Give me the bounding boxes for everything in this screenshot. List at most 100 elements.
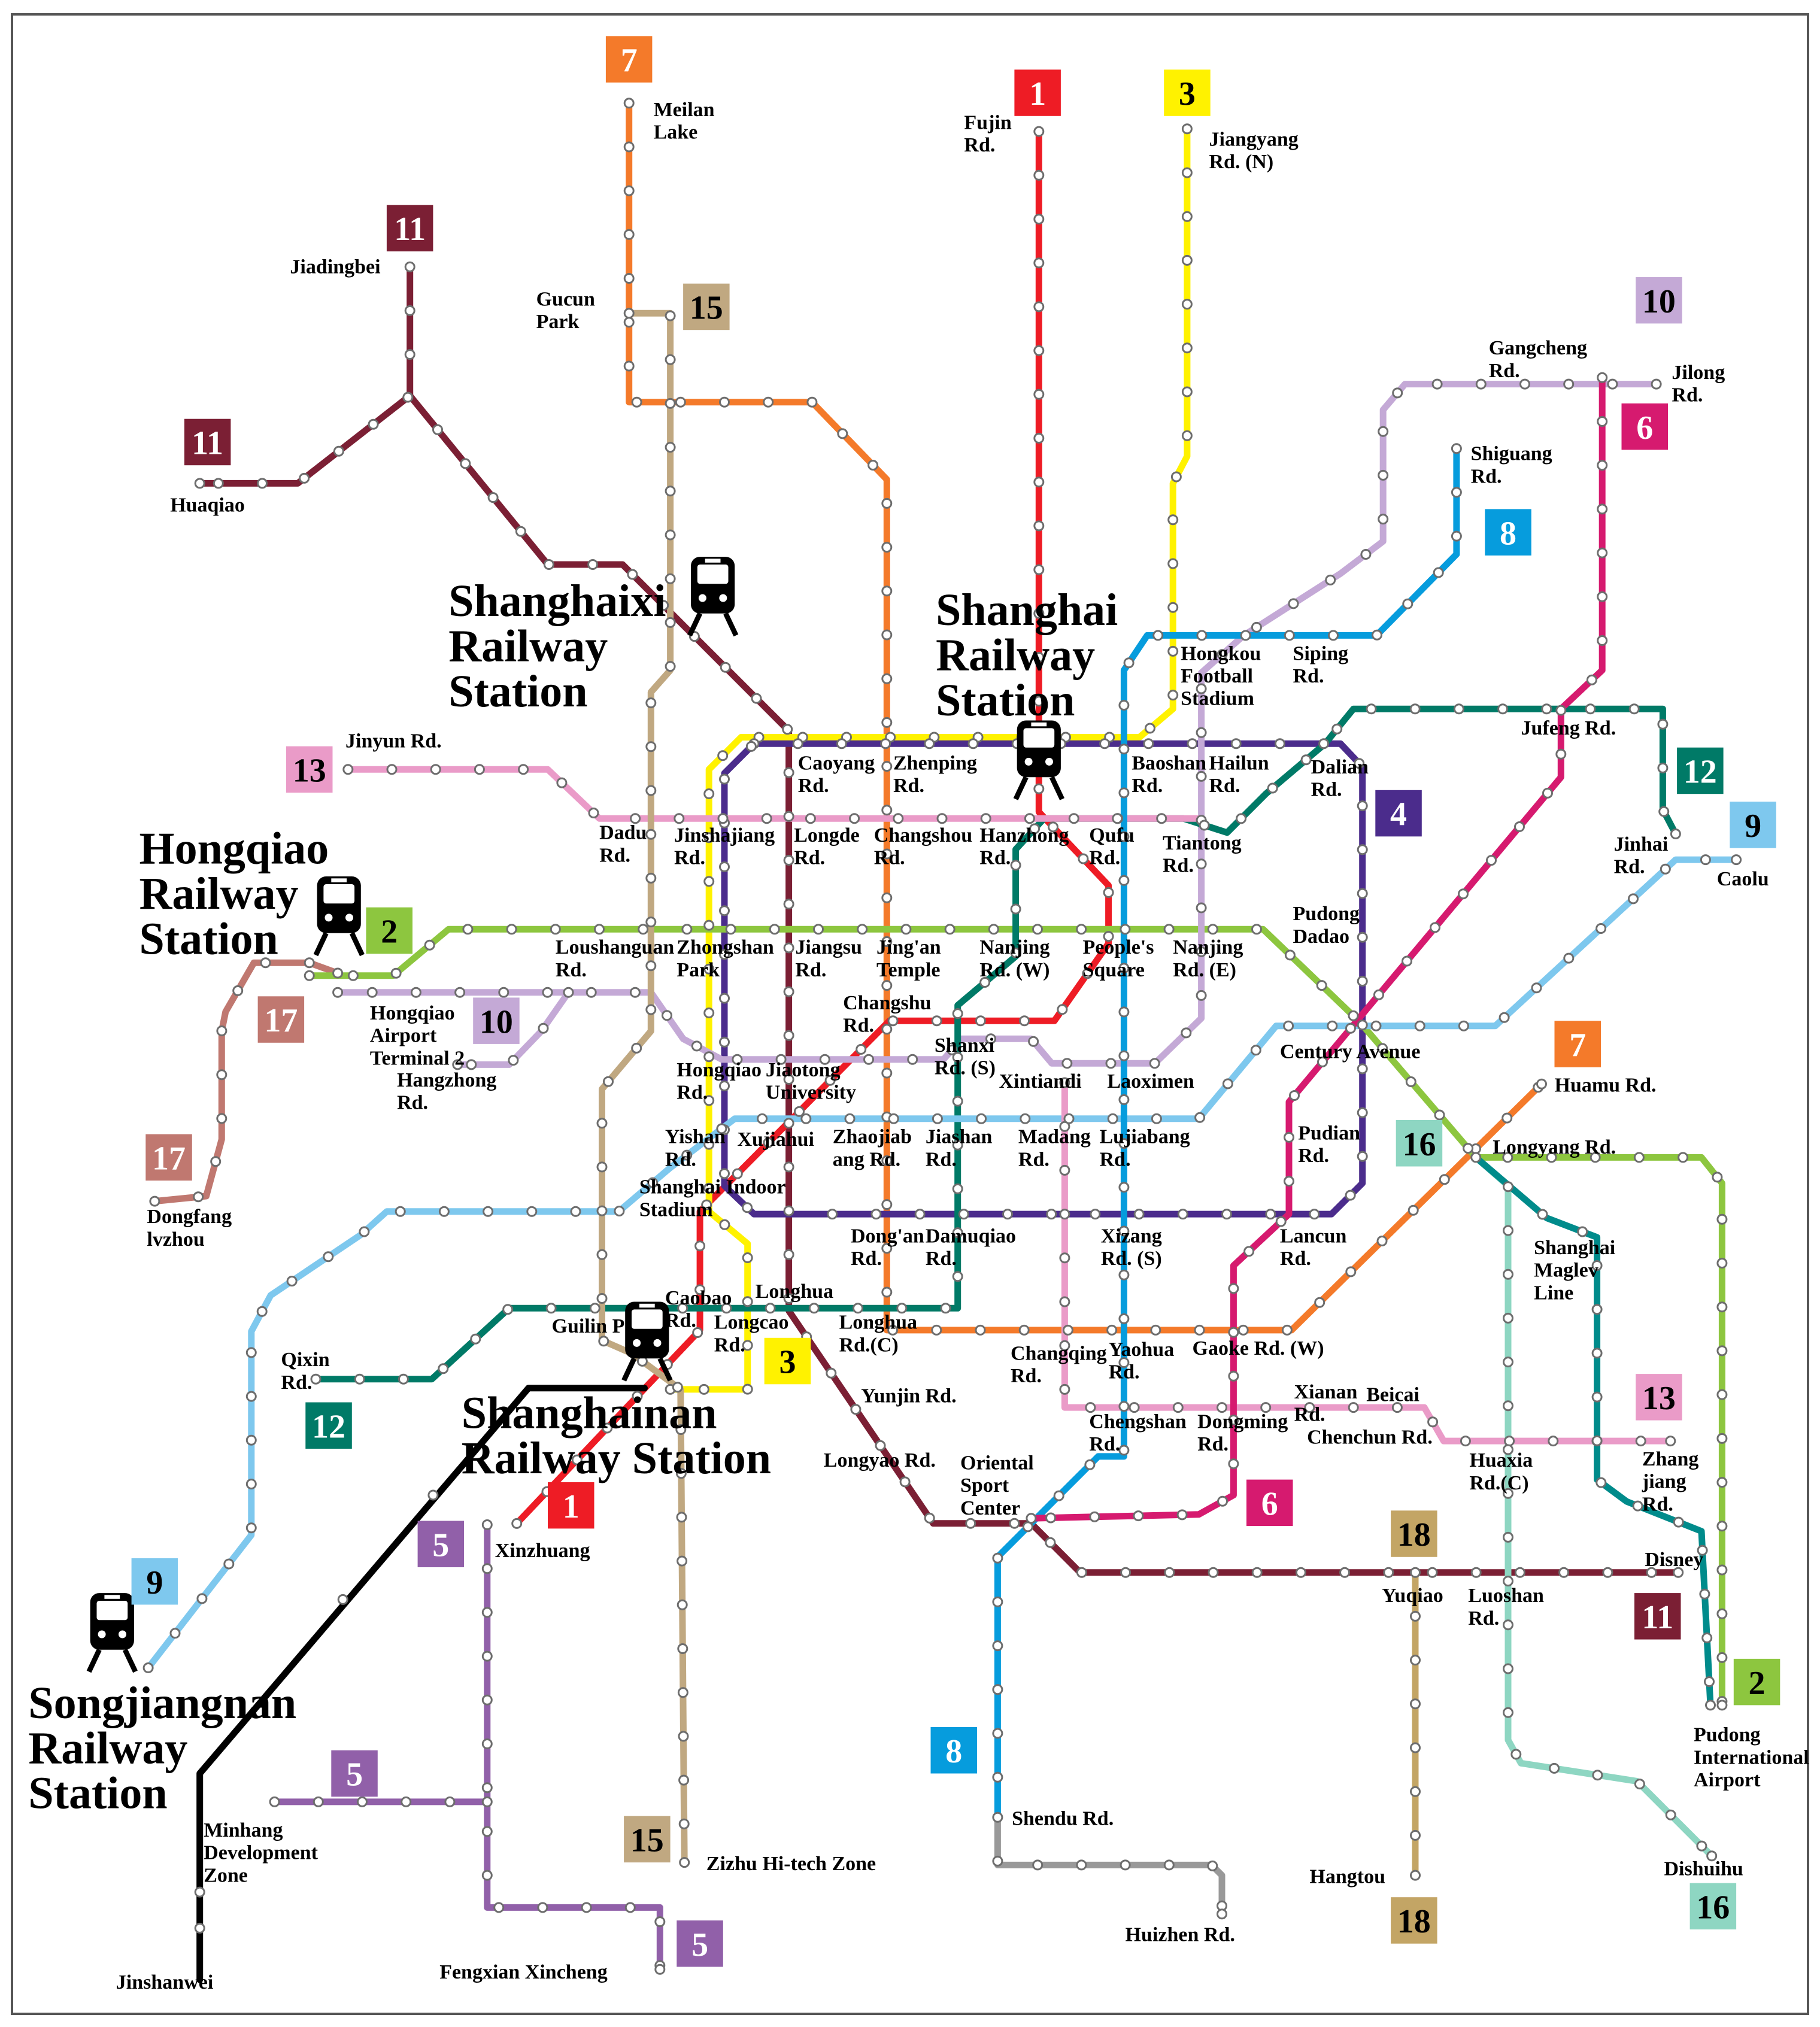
- line-badge-4: 4: [1375, 790, 1422, 837]
- station-dot: [1591, 1435, 1603, 1446]
- station-dot: [623, 141, 635, 153]
- station-label-xinzhuang: Xinzhuang: [495, 1540, 590, 1562]
- station-dot: [286, 1276, 298, 1286]
- station-dot: [1076, 1567, 1087, 1578]
- station-dot: [210, 1156, 222, 1167]
- line-number: 5: [691, 1926, 708, 1964]
- station-dot: [1170, 471, 1182, 483]
- station-dot: [783, 1249, 794, 1260]
- station-dot: [410, 987, 421, 998]
- station-dot: [1221, 1209, 1232, 1220]
- station-dot: [952, 1183, 963, 1194]
- station-dot: [1267, 782, 1278, 794]
- railway-station-icons: [86, 557, 1064, 1673]
- station-dot: [1033, 696, 1045, 707]
- station-dot: [1541, 703, 1552, 715]
- station-dot: [1024, 813, 1035, 824]
- station-dot: [518, 764, 529, 775]
- station-dot: [881, 1243, 893, 1254]
- station-dot: [1250, 1045, 1261, 1056]
- route-line-11: [407, 392, 1682, 1576]
- station-dot: [742, 1252, 753, 1263]
- station-dot: [783, 899, 794, 910]
- station-dot: [614, 1206, 625, 1216]
- station-dot: [678, 1774, 690, 1786]
- station-dot: [808, 1303, 820, 1314]
- line-number: 11: [192, 425, 223, 462]
- station-label-jiadingbei: Jiadingbei: [290, 256, 380, 278]
- station-dot: [924, 1512, 935, 1524]
- station-label-yuqiao: Yuqiao: [1382, 1585, 1443, 1607]
- line-number: 15: [690, 290, 723, 327]
- station-dot: [719, 1219, 730, 1230]
- station-label-jinshanwei: Jinshanwei: [116, 1971, 213, 1993]
- station-dot: [1700, 854, 1711, 866]
- station-dot: [1628, 893, 1639, 905]
- line-number: 16: [1696, 1889, 1730, 1926]
- station-dot: [550, 924, 561, 935]
- station-dot: [1377, 1043, 1388, 1054]
- station-dot: [1486, 855, 1497, 866]
- station-dot: [1699, 1588, 1710, 1600]
- station-dot: [1059, 1252, 1070, 1264]
- station-dot: [638, 924, 649, 935]
- station-dot: [900, 924, 912, 935]
- station-dot: [1181, 342, 1193, 354]
- station-dot: [881, 1155, 893, 1166]
- station-dot: [975, 1015, 986, 1027]
- station-dot: [1181, 299, 1193, 310]
- station-label-dishuihu: Dishuihu: [1664, 1858, 1743, 1880]
- station-dot: [1434, 1109, 1445, 1121]
- station-dot: [1236, 813, 1247, 824]
- station-dot: [1059, 1340, 1070, 1351]
- station-dot: [1357, 976, 1368, 987]
- station-dot: [1591, 1348, 1603, 1359]
- station-dot: [386, 764, 398, 775]
- station-dot: [881, 717, 893, 728]
- station-dot: [719, 993, 730, 1004]
- station-dot: [992, 1596, 1003, 1607]
- station-dot: [1181, 1027, 1192, 1039]
- station-dot: [1503, 1707, 1513, 1718]
- station-dot: [1497, 703, 1509, 715]
- line-badge-3: 3: [1164, 69, 1211, 116]
- line-number: 18: [1397, 1516, 1431, 1553]
- station-dot: [1228, 1458, 1239, 1470]
- station-dot: [1372, 629, 1382, 641]
- station-dot: [623, 317, 635, 328]
- station-dot: [1061, 1058, 1073, 1069]
- station-dot: [1716, 1477, 1728, 1488]
- station-dot: [783, 1293, 794, 1304]
- station-dot: [556, 777, 568, 788]
- station-dot: [1284, 1176, 1294, 1187]
- station-dot: [1595, 1477, 1607, 1488]
- station-dot: [216, 1025, 228, 1036]
- line-number: 8: [1500, 515, 1516, 552]
- station-dot: [481, 1738, 493, 1749]
- station-dot: [1283, 1020, 1294, 1031]
- station-dot: [1033, 564, 1045, 575]
- station-dot: [1460, 1436, 1471, 1447]
- station-label-hangtou: Hangtou: [1309, 1866, 1385, 1888]
- line-number: 1: [563, 1488, 580, 1525]
- station-dot: [1665, 1809, 1676, 1820]
- station-dot: [1164, 1567, 1175, 1578]
- station-dot: [149, 1195, 160, 1207]
- station-dot: [849, 813, 860, 824]
- station-dot: [703, 1182, 715, 1194]
- station-dots: [142, 98, 1742, 1975]
- station-dot: [692, 1327, 703, 1338]
- station-dot: [1133, 1209, 1145, 1220]
- station-dot: [719, 1168, 730, 1179]
- station-dot: [1597, 503, 1608, 515]
- station-dot: [337, 1594, 348, 1605]
- station-dot: [783, 855, 794, 866]
- station-dot: [1032, 1859, 1044, 1871]
- station-dot: [1458, 1020, 1469, 1031]
- route-line-5: [484, 1521, 663, 1973]
